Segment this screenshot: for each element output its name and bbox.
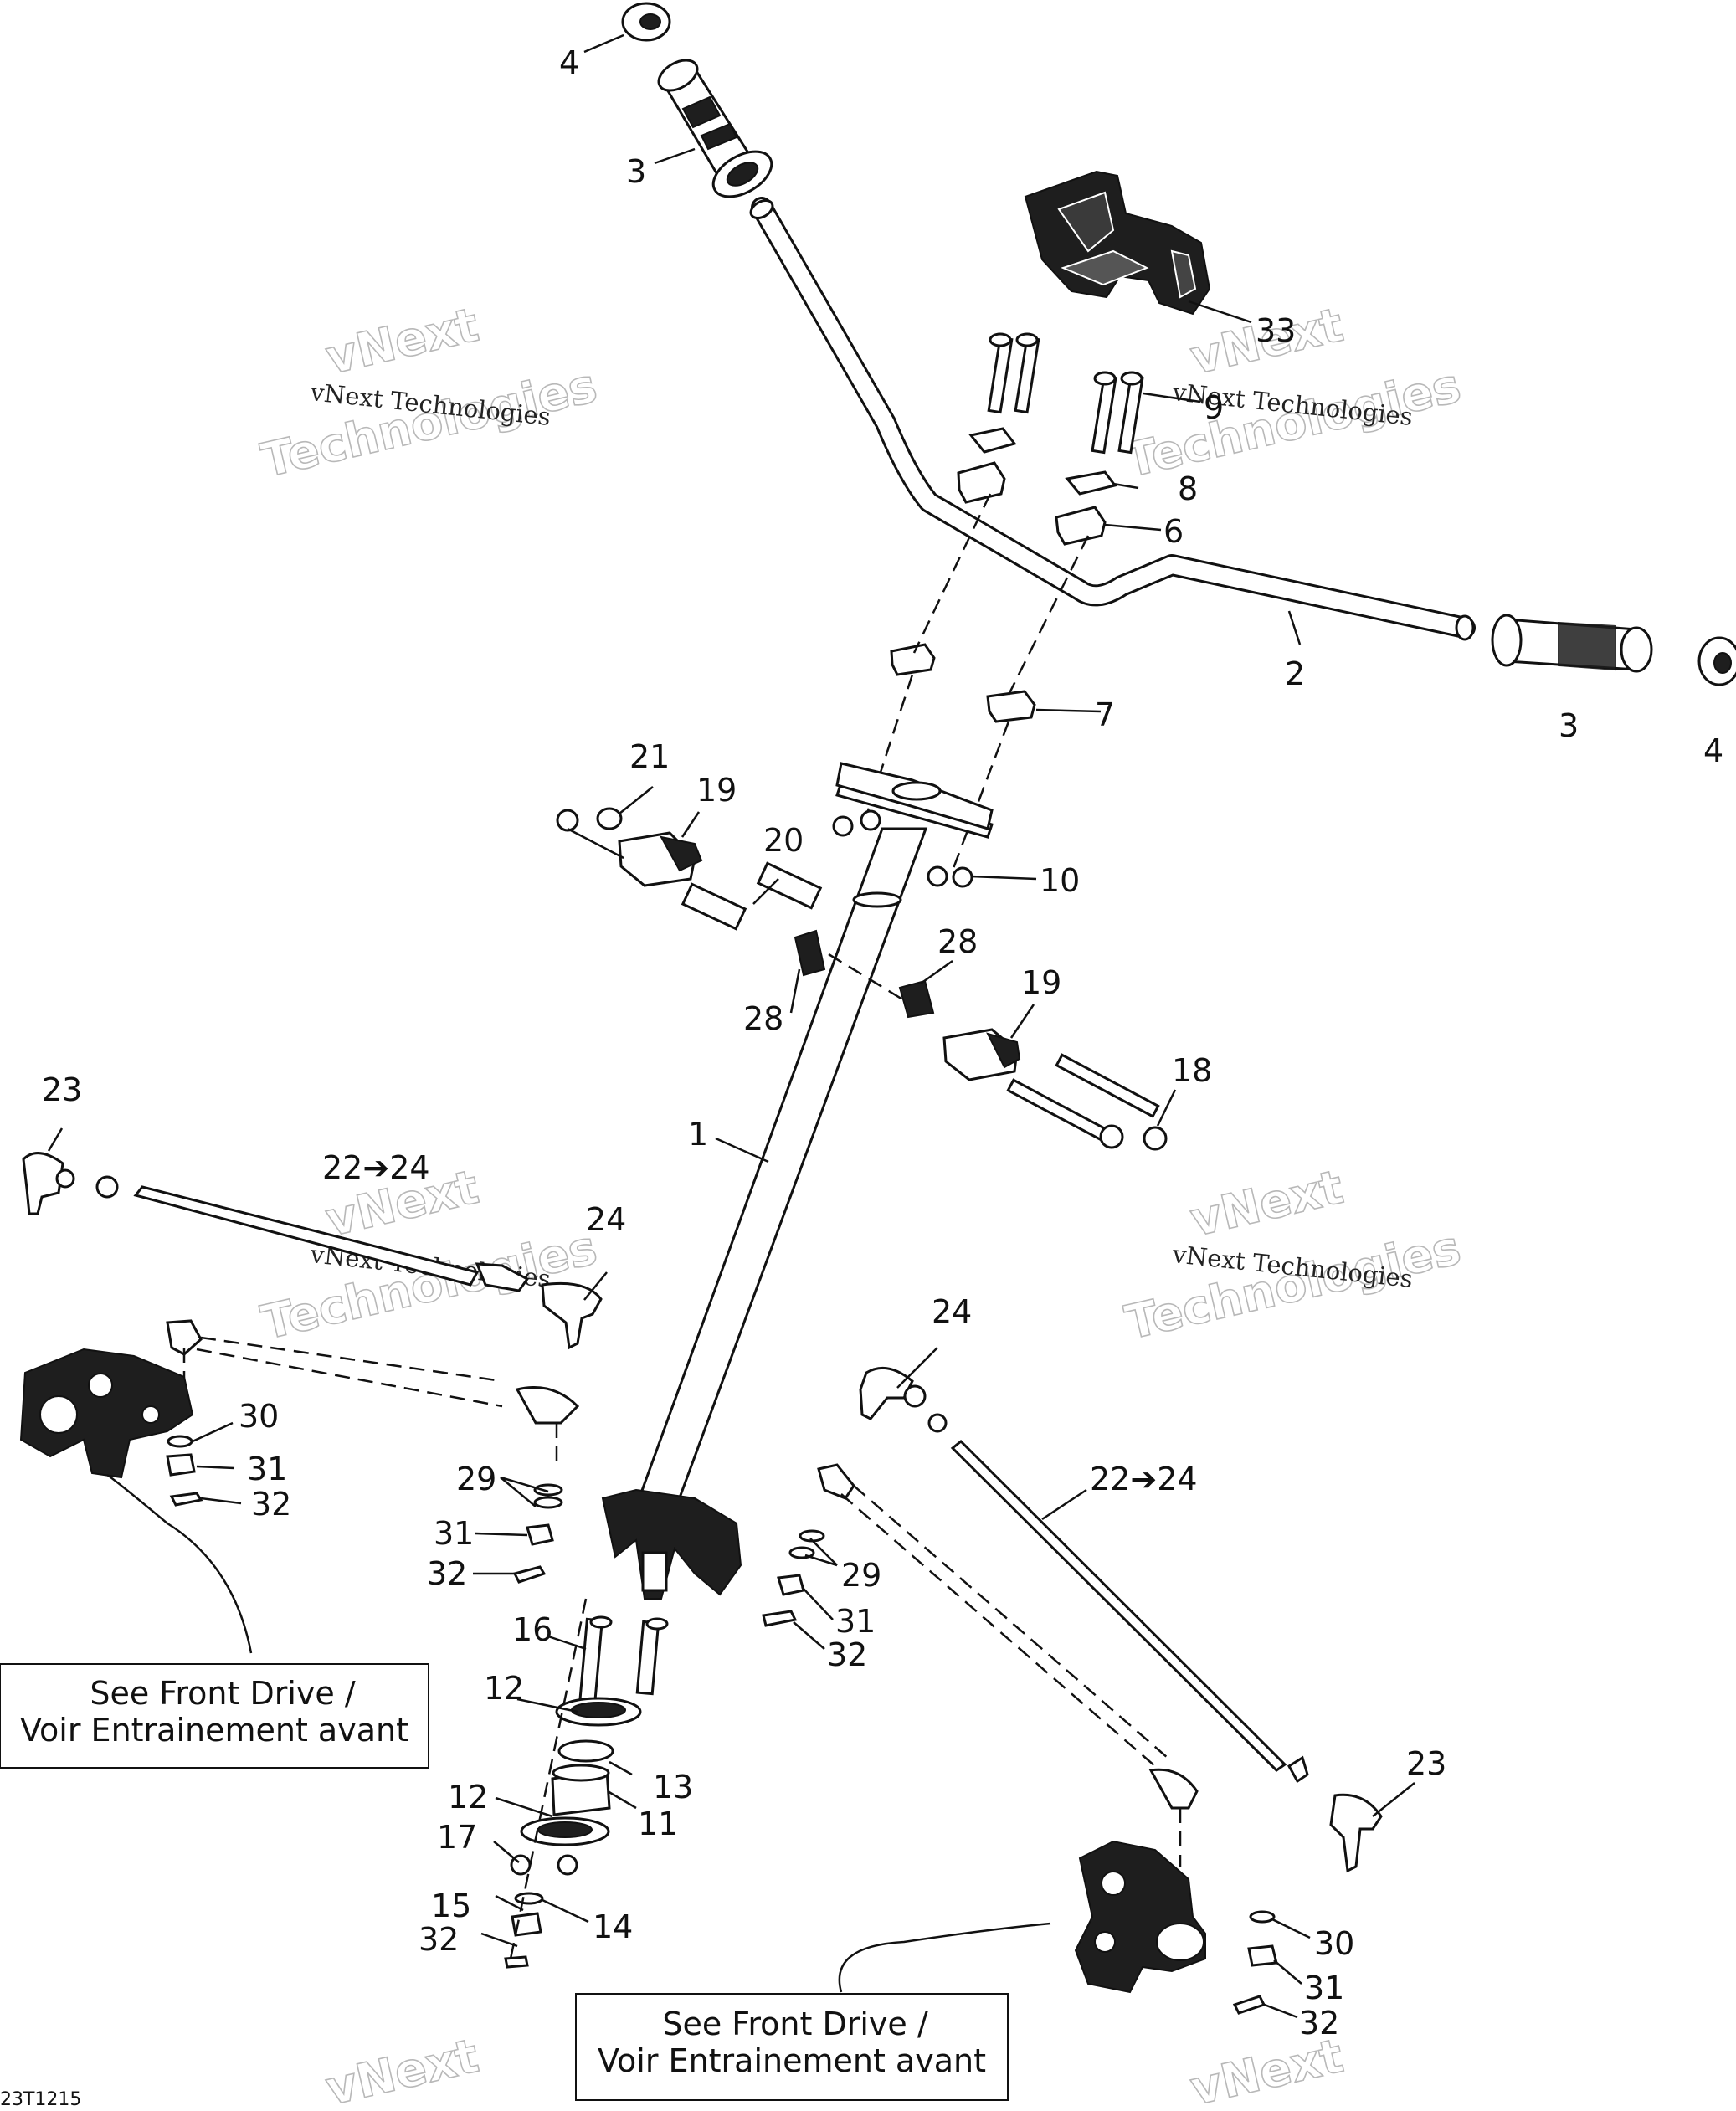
callout-11: 11 bbox=[638, 1805, 678, 1842]
svg-text:Technologies: Technologies bbox=[1121, 358, 1466, 488]
knuckle-left-hardware bbox=[166, 1435, 203, 1507]
watermark-middle-right: vNext Technologies vNext Technologies bbox=[1120, 1159, 1466, 1351]
callout-15: 15 bbox=[431, 1888, 471, 1924]
callout-28: 28 bbox=[937, 923, 978, 960]
callout-22-24: 22➔24 bbox=[1090, 1461, 1198, 1497]
callout-32: 32 bbox=[1299, 2005, 1339, 2042]
right-bushing-assembly bbox=[828, 953, 1168, 1151]
callout-31: 31 bbox=[434, 1515, 474, 1552]
callout-24: 24 bbox=[932, 1293, 972, 1330]
callout-29: 29 bbox=[841, 1557, 881, 1594]
callout-23: 23 bbox=[42, 1071, 82, 1108]
svg-text:Technologies: Technologies bbox=[257, 358, 603, 488]
svg-text:vNext: vNext bbox=[1186, 1160, 1348, 1248]
callout-23: 23 bbox=[1406, 1745, 1446, 1782]
tie-rod-left-lower bbox=[166, 1319, 580, 1465]
callout-33: 33 bbox=[1256, 312, 1296, 349]
svg-text:vNext: vNext bbox=[321, 2029, 484, 2111]
tie-rod-right-hardware bbox=[762, 1529, 825, 1627]
handlebar-pad bbox=[1024, 170, 1211, 316]
callout-30: 30 bbox=[239, 1398, 279, 1435]
callout-32: 32 bbox=[827, 1636, 867, 1673]
callout-31: 31 bbox=[835, 1603, 876, 1640]
callout-18: 18 bbox=[1172, 1052, 1212, 1089]
lower-column-hardware bbox=[504, 1598, 669, 1969]
callout-32: 32 bbox=[251, 1486, 291, 1523]
callout-8: 8 bbox=[1178, 470, 1198, 507]
callout-22-24: 22➔24 bbox=[322, 1149, 430, 1186]
knuckle-right bbox=[1074, 1840, 1206, 1994]
callout-12: 12 bbox=[484, 1670, 524, 1707]
callout-19: 19 bbox=[696, 772, 737, 809]
callout-14: 14 bbox=[593, 1908, 633, 1945]
watermark-top-left: vNext Technologies vNext Technologies bbox=[256, 297, 603, 489]
svg-text:See Front Drive /: See Front Drive / bbox=[662, 2006, 928, 2042]
bar-end-cap-right bbox=[1697, 636, 1736, 686]
callout-13: 13 bbox=[653, 1769, 693, 1805]
watermark-middle-left: vNext Technologies vNext Technologies bbox=[256, 1159, 603, 1351]
note-right: See Front Drive / Voir Entrainement avan… bbox=[575, 1993, 1009, 2101]
tie-rod-left-hardware bbox=[512, 1483, 563, 1584]
leader-lines bbox=[47, 33, 1415, 2019]
knuckle-right-hardware bbox=[1232, 1910, 1278, 2015]
svg-text:See Front Drive /: See Front Drive / bbox=[90, 1675, 356, 1712]
bar-end-cap-top bbox=[621, 2, 671, 42]
svg-text:Voir Entrainement avant: Voir Entrainement avant bbox=[20, 1712, 408, 1749]
callout-32: 32 bbox=[427, 1555, 467, 1592]
callout-32: 32 bbox=[419, 1921, 459, 1958]
tie-rod-left bbox=[22, 1152, 603, 1350]
callout-19: 19 bbox=[1021, 964, 1061, 1001]
grip-right bbox=[1491, 614, 1653, 673]
svg-text:Technologies: Technologies bbox=[1121, 1220, 1466, 1350]
callout-24: 24 bbox=[586, 1201, 626, 1238]
left-bushing-assembly bbox=[556, 807, 826, 977]
steering-column bbox=[601, 762, 994, 1600]
callout-1: 1 bbox=[688, 1116, 708, 1153]
callout-29: 29 bbox=[456, 1461, 496, 1497]
tie-rod-right-lower bbox=[817, 1463, 1199, 1867]
callout-3: 3 bbox=[626, 153, 646, 190]
upper-clamps bbox=[957, 461, 1107, 546]
callout-2: 2 bbox=[1285, 655, 1305, 692]
svg-text:Voir Entrainement avant: Voir Entrainement avant bbox=[598, 2042, 986, 2079]
lower-clamps bbox=[890, 643, 1036, 723]
callout-30: 30 bbox=[1314, 1925, 1354, 1962]
svg-text:vNext: vNext bbox=[321, 298, 484, 386]
callout-31: 31 bbox=[247, 1451, 287, 1487]
callout-3: 3 bbox=[1559, 707, 1579, 744]
callout-12: 12 bbox=[448, 1779, 488, 1816]
callout-20: 20 bbox=[763, 822, 804, 859]
callout-17: 17 bbox=[437, 1819, 477, 1856]
grip-top bbox=[657, 59, 773, 198]
callout-31: 31 bbox=[1304, 1970, 1344, 2006]
handlebar bbox=[749, 197, 1476, 641]
callout-4: 4 bbox=[559, 44, 579, 81]
callout-21: 21 bbox=[629, 738, 670, 775]
clamp-dash-lines bbox=[860, 493, 1090, 871]
note-left: See Front Drive / Voir Entrainement avan… bbox=[0, 1663, 429, 1769]
callout-16: 16 bbox=[512, 1611, 552, 1648]
clamp-bolts bbox=[987, 332, 1144, 455]
callout-6: 6 bbox=[1163, 513, 1184, 550]
callout-4: 4 bbox=[1703, 732, 1723, 769]
callout-9: 9 bbox=[1204, 389, 1224, 426]
callout-28: 28 bbox=[743, 1000, 783, 1037]
callout-10: 10 bbox=[1040, 862, 1080, 899]
tie-rod-right bbox=[859, 1366, 1383, 1873]
knuckle-left bbox=[19, 1348, 194, 1479]
callout-7: 7 bbox=[1095, 696, 1115, 733]
diagram-code: 23T1215 bbox=[0, 2089, 81, 2110]
plate-nuts bbox=[832, 809, 973, 888]
clamp-plates bbox=[968, 427, 1117, 496]
callout-numbers: 4 3 33 9 8 6 2 3 4 7 10 21 19 20 28 28 1… bbox=[42, 44, 1723, 2042]
